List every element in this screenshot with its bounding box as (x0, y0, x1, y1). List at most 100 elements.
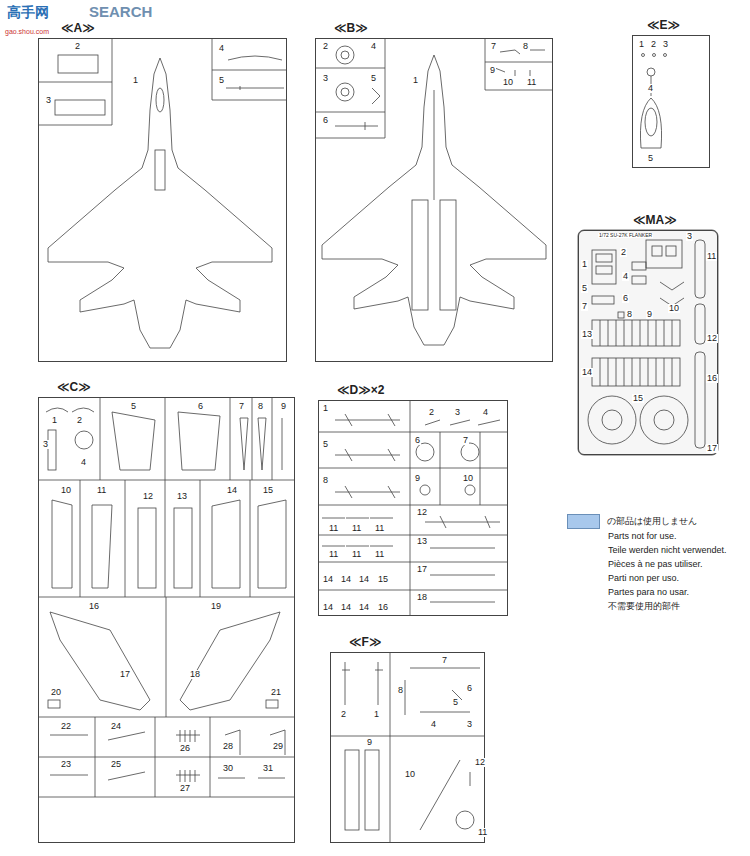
sprue-heading: ≪E≫ (645, 18, 682, 32)
callout-number: 4 (482, 408, 489, 417)
callout-number: 16 (706, 374, 718, 383)
callout-number: 14 (358, 603, 370, 612)
callout-number: 9 (414, 474, 421, 483)
callout-number: 17 (706, 444, 718, 453)
sprue-f-parts (330, 652, 485, 843)
callout-number: 5 (130, 402, 137, 411)
callout-number: 9 (646, 310, 653, 319)
callout-number: 27 (179, 784, 191, 793)
callout-number: 11 (351, 550, 362, 559)
callout-number: 14 (322, 603, 334, 612)
callout-number: 3 (454, 408, 461, 417)
callout-number: 10 (404, 770, 416, 779)
callout-number: 13 (581, 330, 593, 339)
sprue-d-parts (318, 400, 508, 616)
callout-number: 1 (412, 76, 419, 85)
callout-number: 6 (322, 116, 329, 125)
callout-number: 12 (416, 508, 428, 517)
callout-number: 11 (96, 486, 107, 495)
callout-number: 1 (373, 710, 380, 719)
callout-number: 28 (222, 742, 234, 751)
callout-number: 1 (132, 76, 139, 85)
callout-number: 3 (45, 96, 52, 105)
callout-number: 14 (358, 575, 370, 584)
legend-text: の部品は使用しません (607, 517, 697, 526)
callout-number: 30 (222, 764, 234, 773)
sprue-b-parts (315, 38, 553, 345)
sprue-frame: ≪B≫ (315, 38, 553, 362)
sprue-heading: ≪D≫×2 (335, 383, 386, 397)
watermark: SEARCH (88, 4, 153, 19)
callout-number: 10 (60, 486, 72, 495)
sprue-frame: ≪A≫ (38, 38, 287, 362)
callout-number: 17 (119, 670, 131, 679)
legend-note: Teile werden nicht verwendet. (607, 546, 728, 555)
watermark: gao.shou.com (4, 28, 50, 35)
sprue-heading: ≪MA≫ (631, 213, 679, 227)
callout-number: 29 (272, 742, 284, 751)
callout-number: 8 (397, 686, 404, 695)
callout-number: 1/72 SU-27K FLANKER (598, 233, 653, 238)
callout-number: 11 (351, 524, 362, 533)
sprue-frame: ≪C≫ (38, 397, 295, 843)
legend-note: Parts not for use. (607, 532, 678, 541)
callout-number: 3 (42, 440, 49, 449)
callout-number: 5 (370, 74, 377, 83)
callout-number: 12 (474, 758, 486, 767)
callout-number: 3 (686, 232, 693, 241)
callout-number: 13 (176, 492, 188, 501)
callout-number: 10 (462, 474, 474, 483)
callout-number: 9 (366, 738, 373, 747)
callout-number: 14 (340, 603, 352, 612)
callout-number: 3 (466, 720, 473, 729)
callout-number: 26 (179, 744, 191, 753)
callout-number: 2 (340, 710, 347, 719)
callout-number: 13 (416, 537, 428, 546)
callout-number: 14 (226, 486, 238, 495)
callout-number: 5 (218, 76, 225, 85)
callout-number: 11 (706, 252, 717, 261)
callout-number: 14 (581, 368, 593, 377)
callout-number: 3 (662, 40, 669, 49)
callout-number: 12 (142, 492, 154, 501)
callout-number: 11 (374, 550, 385, 559)
callout-number: 2 (74, 42, 81, 51)
sprue-heading: ≪B≫ (332, 21, 370, 35)
callout-number: 8 (257, 402, 264, 411)
callout-number: 7 (490, 42, 497, 51)
callout-number: 18 (189, 670, 201, 679)
callout-number: 2 (428, 408, 435, 417)
callout-number: 14 (322, 575, 334, 584)
callout-number: 6 (414, 436, 421, 445)
callout-number: 8 (322, 476, 329, 485)
callout-number: 12 (706, 334, 718, 343)
callout-number: 6 (622, 294, 629, 303)
callout-number: 31 (262, 764, 274, 773)
watermark: 高手网 (6, 5, 50, 19)
callout-number: 4 (647, 84, 654, 93)
sprue-heading: ≪C≫ (55, 380, 93, 394)
sprue-heading: ≪A≫ (59, 21, 97, 35)
callout-number: 5 (452, 698, 459, 707)
callout-number: 2 (620, 248, 627, 257)
sprue-frame: ≪E≫ (632, 35, 710, 168)
callout-number: 7 (238, 402, 245, 411)
photo-etch-sheet (578, 230, 718, 455)
callout-number: 4 (218, 44, 225, 53)
callout-number: 4 (430, 720, 437, 729)
callout-number: 5 (581, 284, 588, 293)
sprue-frame: ≪F≫ (330, 652, 485, 843)
callout-number: 4 (370, 42, 377, 51)
callout-number: 11 (374, 524, 385, 533)
legend-note: 不需要使用的部件 (607, 602, 681, 611)
callout-number: 16 (88, 602, 100, 611)
callout-number: 20 (50, 688, 62, 697)
callout-number: 5 (647, 154, 654, 163)
callout-number: 11 (526, 78, 537, 87)
callout-number: 25 (110, 760, 122, 769)
callout-number: 24 (110, 722, 122, 731)
legend-note: Parti non per uso. (607, 574, 680, 583)
callout-number: 17 (416, 565, 428, 574)
callout-number: 10 (668, 304, 680, 313)
callout-number: 11 (328, 550, 339, 559)
